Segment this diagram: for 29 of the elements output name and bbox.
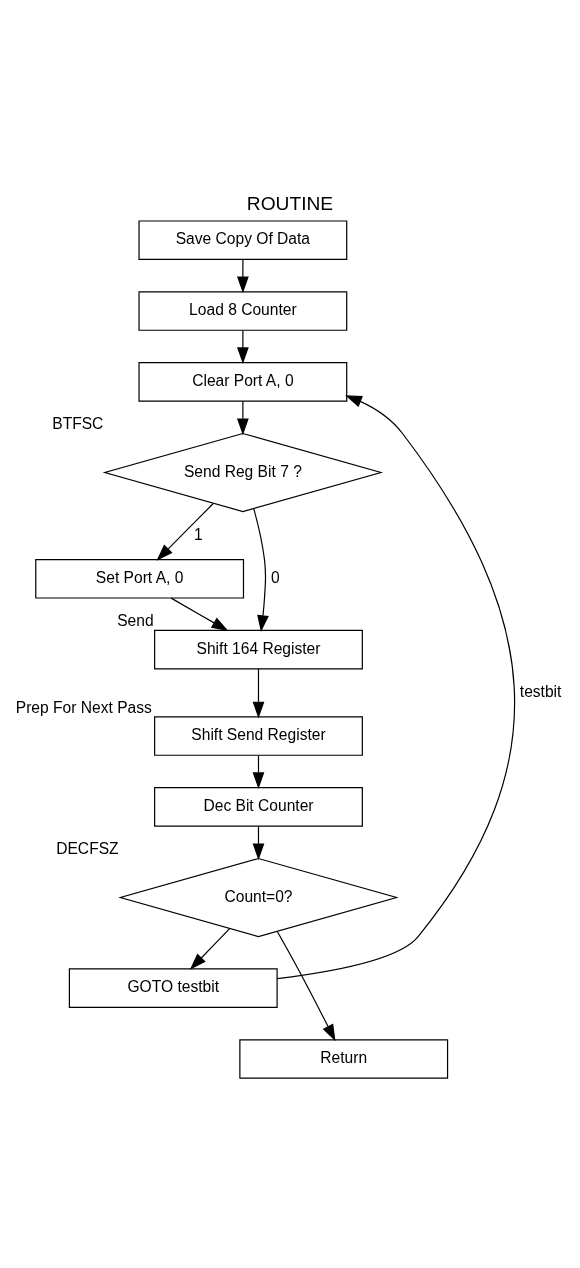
arrow [237, 400, 249, 436]
node-box: Return [239, 1039, 449, 1079]
arrow [276, 395, 515, 980]
edge-label: testbit [519, 682, 562, 700]
node-box: GOTO testbit [68, 968, 278, 1008]
node-label: BTFSC [52, 415, 104, 433]
arrow [189, 928, 231, 970]
node-label: Prep For Next Pass [15, 698, 152, 716]
node-box: Save Copy Of Data [138, 220, 348, 261]
node-box: Shift Send Register [154, 716, 363, 756]
node-box: Set Port A, 0 [35, 558, 245, 599]
node-diamond: Send Reg Bit 7 ? [102, 432, 384, 513]
node-label: DECFSZ [56, 840, 119, 858]
arrow [170, 597, 229, 632]
node-box: Load 8 Counter [138, 291, 348, 331]
arrow [276, 930, 336, 1042]
node-box: Shift 164 Register [154, 629, 363, 670]
node-box: Clear Port A, 0 [138, 362, 348, 402]
arrow [253, 508, 269, 633]
diagram-title: ROUTINE [246, 192, 334, 214]
node-label: Send [117, 612, 154, 630]
arrow [252, 668, 265, 719]
arrow [237, 330, 249, 365]
arrow [156, 503, 214, 561]
edge-label: 1 [194, 525, 203, 543]
arrow [237, 259, 249, 294]
edge-label: 0 [270, 568, 280, 586]
node-box: Dec Bit Counter [154, 787, 363, 827]
node-diamond: Count=0? [118, 857, 399, 938]
